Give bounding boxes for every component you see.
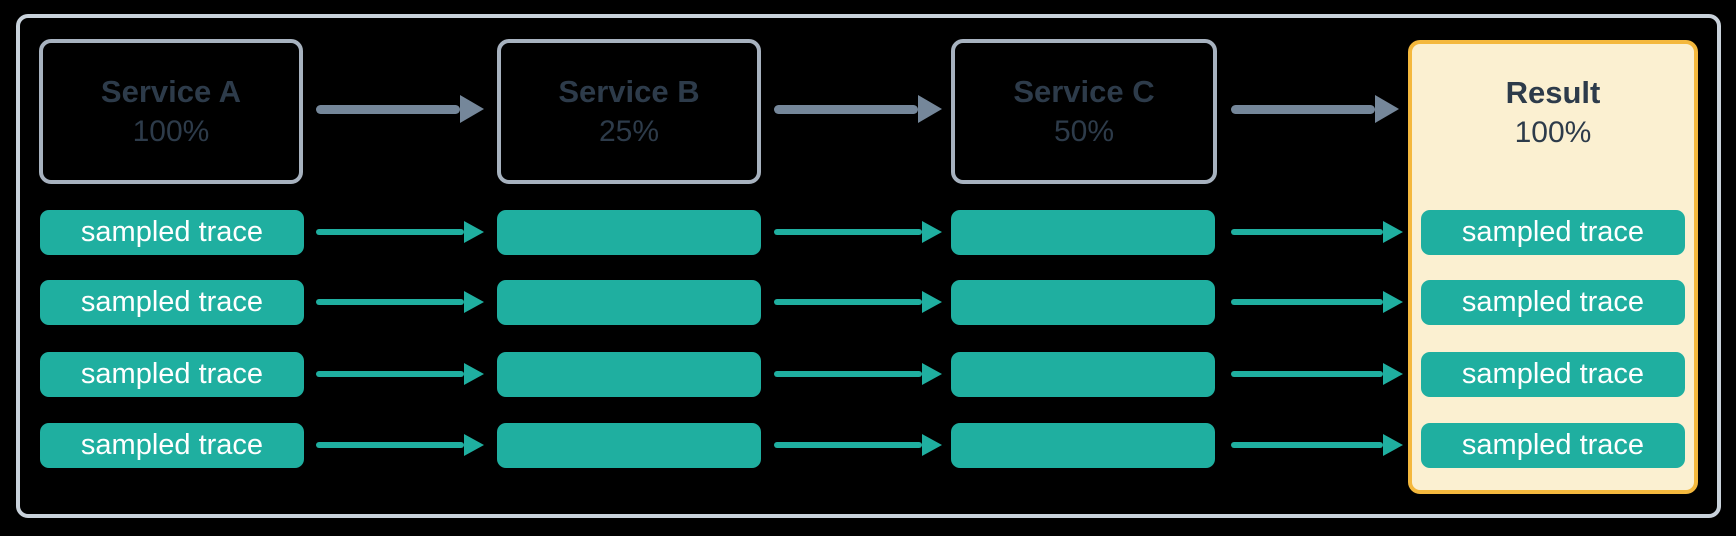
trace-a-row2: sampled trace — [40, 280, 304, 325]
trace-result-row2: sampled trace — [1421, 280, 1685, 325]
arrow-trace-row2-a-to-b — [316, 291, 484, 313]
arrow-shaft — [316, 299, 464, 305]
trace-a-row4: sampled trace — [40, 423, 304, 468]
arrow-shaft — [1231, 104, 1375, 114]
trace-result-row3: sampled trace — [1421, 352, 1685, 397]
arrow-trace-row3-c-to-result — [1231, 363, 1403, 385]
arrow-trace-row2-b-to-c — [774, 291, 942, 313]
arrowhead-icon — [1375, 95, 1399, 123]
trace-b-row1 — [497, 210, 761, 255]
service-a-sample-rate: 100% — [132, 115, 210, 148]
arrow-trace-row4-b-to-c — [774, 434, 942, 456]
arrow-shaft — [774, 442, 922, 448]
arrowhead-icon — [922, 434, 942, 456]
service-a-title: Service A — [100, 74, 242, 109]
arrow-shaft — [316, 104, 460, 114]
arrow-shaft — [774, 104, 918, 114]
arrow-service-a-to-b — [316, 95, 484, 123]
trace-a-row1: sampled trace — [40, 210, 304, 255]
arrowhead-icon — [464, 221, 484, 243]
arrow-shaft — [316, 442, 464, 448]
result-panel — [1408, 40, 1698, 494]
result-title: Result — [1505, 75, 1601, 110]
trace-a-row3: sampled trace — [40, 352, 304, 397]
arrow-trace-row2-c-to-result — [1231, 291, 1403, 313]
arrowhead-icon — [464, 434, 484, 456]
arrow-trace-row3-a-to-b — [316, 363, 484, 385]
trace-b-row2 — [497, 280, 761, 325]
arrowhead-icon — [1383, 363, 1403, 385]
service-c-title: Service C — [1013, 74, 1155, 109]
arrow-shaft — [1231, 229, 1383, 235]
arrowhead-icon — [464, 291, 484, 313]
arrow-shaft — [316, 371, 464, 377]
trace-result-row4: sampled trace — [1421, 423, 1685, 468]
arrow-trace-row1-c-to-result — [1231, 221, 1403, 243]
trace-c-row3 — [951, 352, 1215, 397]
arrow-trace-row3-b-to-c — [774, 363, 942, 385]
trace-result-row1: sampled trace — [1421, 210, 1685, 255]
service-b-sample-rate: 25% — [598, 115, 660, 148]
service-b-title: Service B — [558, 74, 700, 109]
arrow-trace-row1-b-to-c — [774, 221, 942, 243]
trace-c-row1 — [951, 210, 1215, 255]
trace-c-row2 — [951, 280, 1215, 325]
arrow-trace-row1-a-to-b — [316, 221, 484, 243]
trace-b-row3 — [497, 352, 761, 397]
service-c-node: Service C 50% — [951, 39, 1217, 184]
arrow-shaft — [774, 371, 922, 377]
arrow-shaft — [1231, 371, 1383, 377]
arrowhead-icon — [464, 363, 484, 385]
arrow-shaft — [316, 229, 464, 235]
arrow-shaft — [1231, 442, 1383, 448]
result-sample-rate: 100% — [1514, 116, 1592, 149]
arrow-shaft — [774, 299, 922, 305]
trace-c-row4 — [951, 423, 1215, 468]
arrowhead-icon — [922, 221, 942, 243]
arrow-service-c-to-result — [1231, 95, 1399, 123]
arrowhead-icon — [922, 291, 942, 313]
arrowhead-icon — [1383, 221, 1403, 243]
arrowhead-icon — [1383, 434, 1403, 456]
arrowhead-icon — [460, 95, 484, 123]
result-header: Result 100% — [1408, 40, 1698, 185]
arrowhead-icon — [1383, 291, 1403, 313]
arrow-shaft — [1231, 299, 1383, 305]
arrowhead-icon — [918, 95, 942, 123]
service-c-sample-rate: 50% — [1053, 115, 1115, 148]
service-a-node: Service A 100% — [39, 39, 303, 184]
arrow-shaft — [774, 229, 922, 235]
arrowhead-icon — [922, 363, 942, 385]
diagram-outer-frame — [16, 14, 1721, 518]
arrow-trace-row4-c-to-result — [1231, 434, 1403, 456]
trace-b-row4 — [497, 423, 761, 468]
arrow-service-b-to-c — [774, 95, 942, 123]
arrow-trace-row4-a-to-b — [316, 434, 484, 456]
service-b-node: Service B 25% — [497, 39, 761, 184]
